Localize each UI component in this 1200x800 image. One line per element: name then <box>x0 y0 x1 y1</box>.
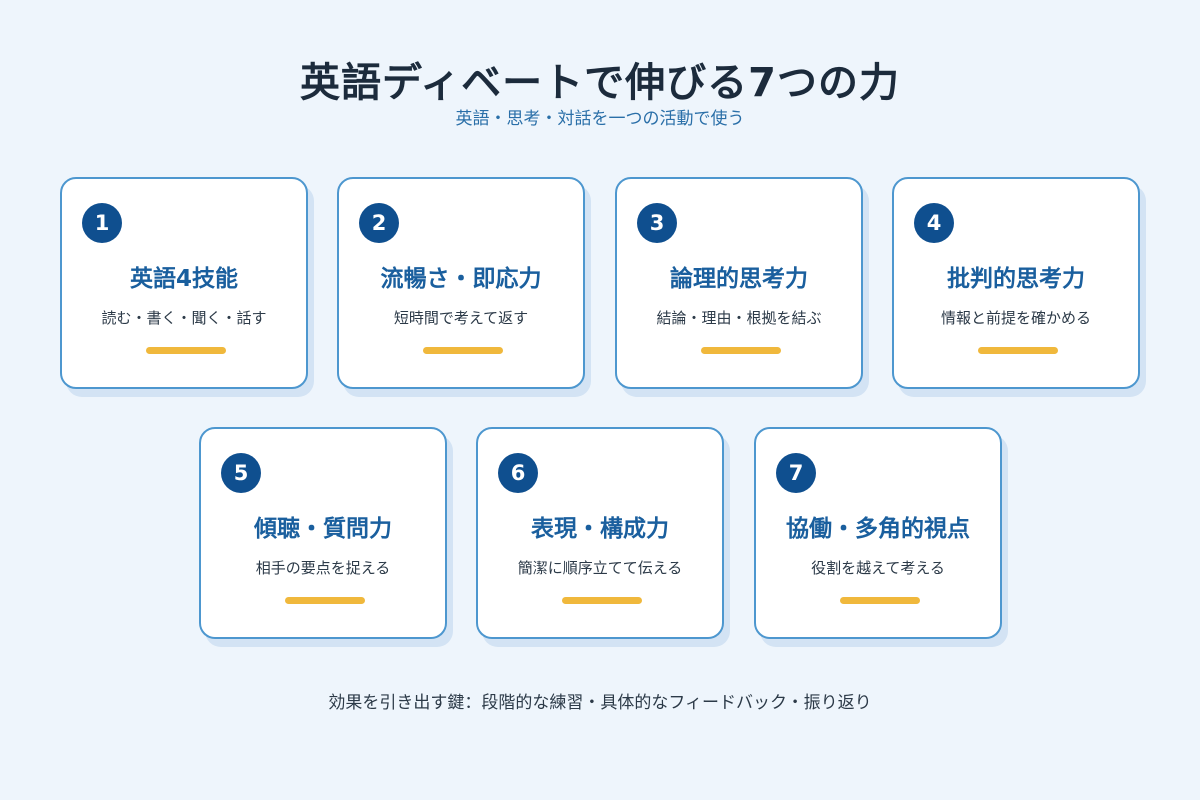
card-title: 英語4技能 <box>129 266 238 292</box>
card-number-badge: 5 <box>221 453 261 493</box>
skill-card-1: 1 英語4技能 読む・書く・聞く・話す <box>60 177 308 389</box>
card-accent-bar <box>423 347 503 354</box>
card-accent-bar <box>978 347 1058 354</box>
card-number-badge: 3 <box>637 203 677 243</box>
card-description: 役割を越えて考える <box>811 559 945 577</box>
card-description: 相手の要点を捉える <box>255 559 391 577</box>
card-number-badge: 1 <box>82 203 122 243</box>
card-title: 批判的思考力 <box>947 266 1085 292</box>
card-accent-bar <box>840 597 920 604</box>
skill-card-5: 5 傾聴・質問力 相手の要点を捉える <box>199 427 447 639</box>
card-description: 読む・書く・聞く・話す <box>101 309 267 327</box>
card-description: 結論・理由・根拠を結ぶ <box>656 309 822 327</box>
page-title: 英語ディベートで伸びる7つの力 <box>299 60 901 106</box>
card-number-badge: 4 <box>914 203 954 243</box>
card-number-badge: 2 <box>359 203 399 243</box>
card-accent-bar <box>146 347 226 354</box>
skill-card-6: 6 表現・構成力 簡潔に順序立てて伝える <box>476 427 724 639</box>
skill-card-3: 3 論理的思考力 結論・理由・根拠を結ぶ <box>615 177 863 389</box>
skill-card-4: 4 批判的思考力 情報と前提を確かめる <box>892 177 1140 389</box>
footer-note: 効果を引き出す鍵：段階的な練習・具体的なフィードバック・振り返り <box>328 693 872 713</box>
card-title: 表現・構成力 <box>531 516 669 542</box>
card-accent-bar <box>285 597 365 604</box>
skill-card-2: 2 流暢さ・即応力 短時間で考えて返す <box>337 177 585 389</box>
card-number-badge: 7 <box>776 453 816 493</box>
page-subtitle: 英語・思考・対話を一つの活動で使う <box>455 109 745 129</box>
card-accent-bar <box>701 347 781 354</box>
card-accent-bar <box>562 597 642 604</box>
card-description: 短時間で考えて返す <box>393 309 529 327</box>
skill-card-7: 7 協働・多角的視点 役割を越えて考える <box>754 427 1002 639</box>
card-description: 情報と前提を確かめる <box>940 309 1091 327</box>
card-number-badge: 6 <box>498 453 538 493</box>
card-title: 論理的思考力 <box>670 266 808 292</box>
card-description: 簡潔に順序立てて伝える <box>517 559 683 577</box>
card-title: 傾聴・質問力 <box>254 516 392 542</box>
card-title: 流暢さ・即応力 <box>380 266 542 292</box>
card-title: 協働・多角的視点 <box>786 516 970 542</box>
